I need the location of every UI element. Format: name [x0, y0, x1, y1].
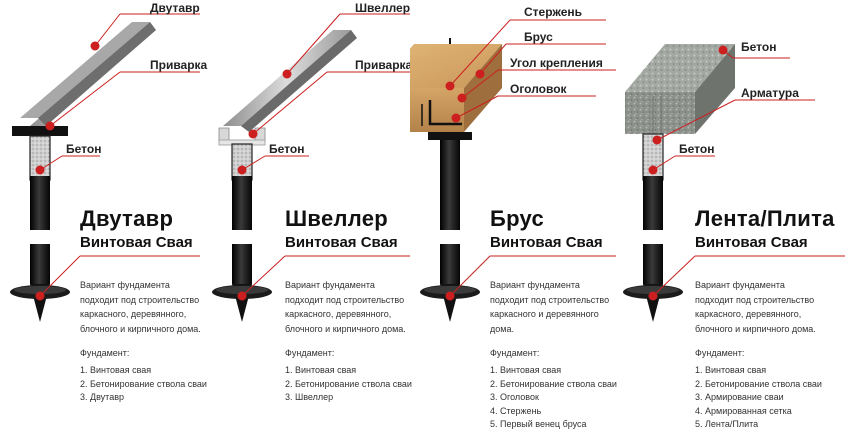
callout-label: Арматура	[741, 86, 799, 100]
pile-shaft	[440, 140, 460, 230]
foundation-steps: 1. Винтовая свая 2. Бетонирование ствола…	[285, 364, 412, 405]
callout-dot	[237, 165, 247, 175]
timber-pile-illustration	[410, 19, 616, 322]
pile-shaft-lower	[232, 244, 252, 284]
panel-slab: Бетон Арматура Бетон Лента/Плита Винтова…	[615, 0, 850, 430]
callout-dot	[90, 41, 100, 51]
foundation-title: Фундамент:	[285, 348, 335, 358]
pile-shaft-lower	[30, 244, 50, 284]
callout-label: Приварка	[150, 58, 208, 72]
callout-label: Угол крепления	[510, 56, 603, 70]
foundation-step: 3. Армирование сваи	[695, 392, 784, 402]
callout-dot	[445, 81, 455, 91]
pile-head	[428, 132, 472, 140]
panel-i-beam: Двутавр Приварка Бетон Двутавр Винтовая …	[0, 0, 208, 430]
callout-label: Швеллер	[355, 1, 411, 15]
panel-timber: Стержень Брус Угол крепления Оголовок Бр…	[410, 0, 617, 432]
foundation-step: 5. Лента/Плита	[695, 419, 759, 429]
foundation-step: 4. Стержень	[490, 405, 542, 416]
panel-subtitle: Винтовая Свая	[695, 234, 808, 251]
callout-dot	[445, 291, 455, 301]
callout-label: Бетон	[269, 142, 305, 156]
callout-dot	[718, 45, 728, 55]
foundation-step: 1. Винтовая свая	[490, 365, 562, 375]
concrete-slab	[625, 44, 735, 134]
callout-label: Бетон	[741, 40, 777, 54]
callout-dot	[648, 165, 658, 175]
pile-shaft	[232, 176, 252, 230]
timber-beam	[410, 44, 502, 132]
concrete-fill	[231, 143, 253, 181]
callout-dot	[35, 291, 45, 301]
foundation-step: 4. Армированная сетка	[695, 405, 792, 416]
callout-dot	[282, 69, 292, 79]
pile-shaft	[643, 176, 663, 230]
foundation-step: 1. Винтовая свая	[80, 365, 152, 375]
foundation-steps: 1. Винтовая свая 2. Бетонирование ствола…	[695, 364, 822, 432]
panel-title: Лента/Плита	[695, 206, 835, 231]
foundation-title: Фундамент:	[490, 348, 540, 358]
panel-title: Швеллер	[285, 206, 389, 231]
foundation-step: 1. Винтовая свая	[285, 365, 357, 375]
foundation-steps: 1. Винтовая свая 2. Бетонирование ствола…	[490, 364, 617, 432]
panel-description: Вариант фундамента подходит под строител…	[80, 280, 201, 334]
foundation-step: 1. Винтовая свая	[695, 365, 767, 375]
cap-plate	[12, 126, 68, 136]
panel-subtitle: Винтовая Свая	[80, 234, 193, 251]
channel-pile-illustration	[212, 13, 410, 322]
callout-dot	[451, 113, 461, 123]
foundation-step: 3. Швеллер	[285, 392, 334, 402]
pile-shaft	[30, 176, 50, 230]
panel-subtitle: Винтовая Свая	[285, 234, 398, 251]
pile-shaft-lower	[440, 244, 460, 284]
callout-label: Двутавр	[150, 1, 200, 15]
foundation-step: 5. Первый венец бруса	[490, 419, 587, 429]
foundation-title: Фундамент:	[695, 348, 745, 358]
i-beam	[14, 22, 156, 132]
callout-dot	[45, 121, 55, 131]
foundation-step: 3. Оголовок	[490, 392, 539, 402]
panel-subtitle: Винтовая Свая	[490, 234, 603, 251]
callout-dot	[248, 129, 258, 139]
callout-dot	[457, 93, 467, 103]
i-beam-pile-illustration	[10, 13, 200, 322]
foundation-steps: 1. Винтовая свая 2. Бетонирование ствола…	[80, 364, 207, 405]
slab-pile-illustration	[623, 44, 845, 322]
callout-label: Приварка	[355, 58, 413, 72]
callout-dot	[237, 291, 247, 301]
callout-label: Оголовок	[510, 82, 567, 96]
callout-dot	[648, 291, 658, 301]
callout-label: Бетон	[679, 142, 715, 156]
foundation-title: Фундамент:	[80, 348, 130, 358]
angle-bracket	[428, 100, 462, 126]
foundation-step: 3. Двутавр	[80, 392, 124, 402]
panel-title: Брус	[490, 206, 545, 231]
pile-shaft-lower	[643, 244, 663, 284]
foundation-step: 2. Бетонирование ствола сваи	[695, 378, 822, 389]
panel-description: Вариант фундамента подходит под строител…	[695, 280, 816, 334]
foundation-step: 2. Бетонирование ствола сваи	[80, 378, 207, 389]
callout-label: Брус	[524, 30, 553, 44]
foundation-step: 2. Бетонирование ствола сваи	[490, 378, 617, 389]
panel-channel: Швеллер Приварка Бетон Швеллер Винтовая …	[205, 0, 413, 430]
callout-dot	[652, 135, 662, 145]
panel-description: Вариант фундамента подходит под строител…	[490, 280, 610, 334]
channel-beam	[218, 30, 357, 146]
panel-title: Двутавр	[80, 206, 174, 231]
panel-description: Вариант фундамента подходит под строител…	[285, 280, 406, 334]
foundation-step: 2. Бетонирование ствола сваи	[285, 378, 412, 389]
callout-label: Бетон	[66, 142, 102, 156]
callout-label: Стержень	[524, 5, 583, 19]
callout-dot	[475, 69, 485, 79]
callout-dot	[35, 165, 45, 175]
